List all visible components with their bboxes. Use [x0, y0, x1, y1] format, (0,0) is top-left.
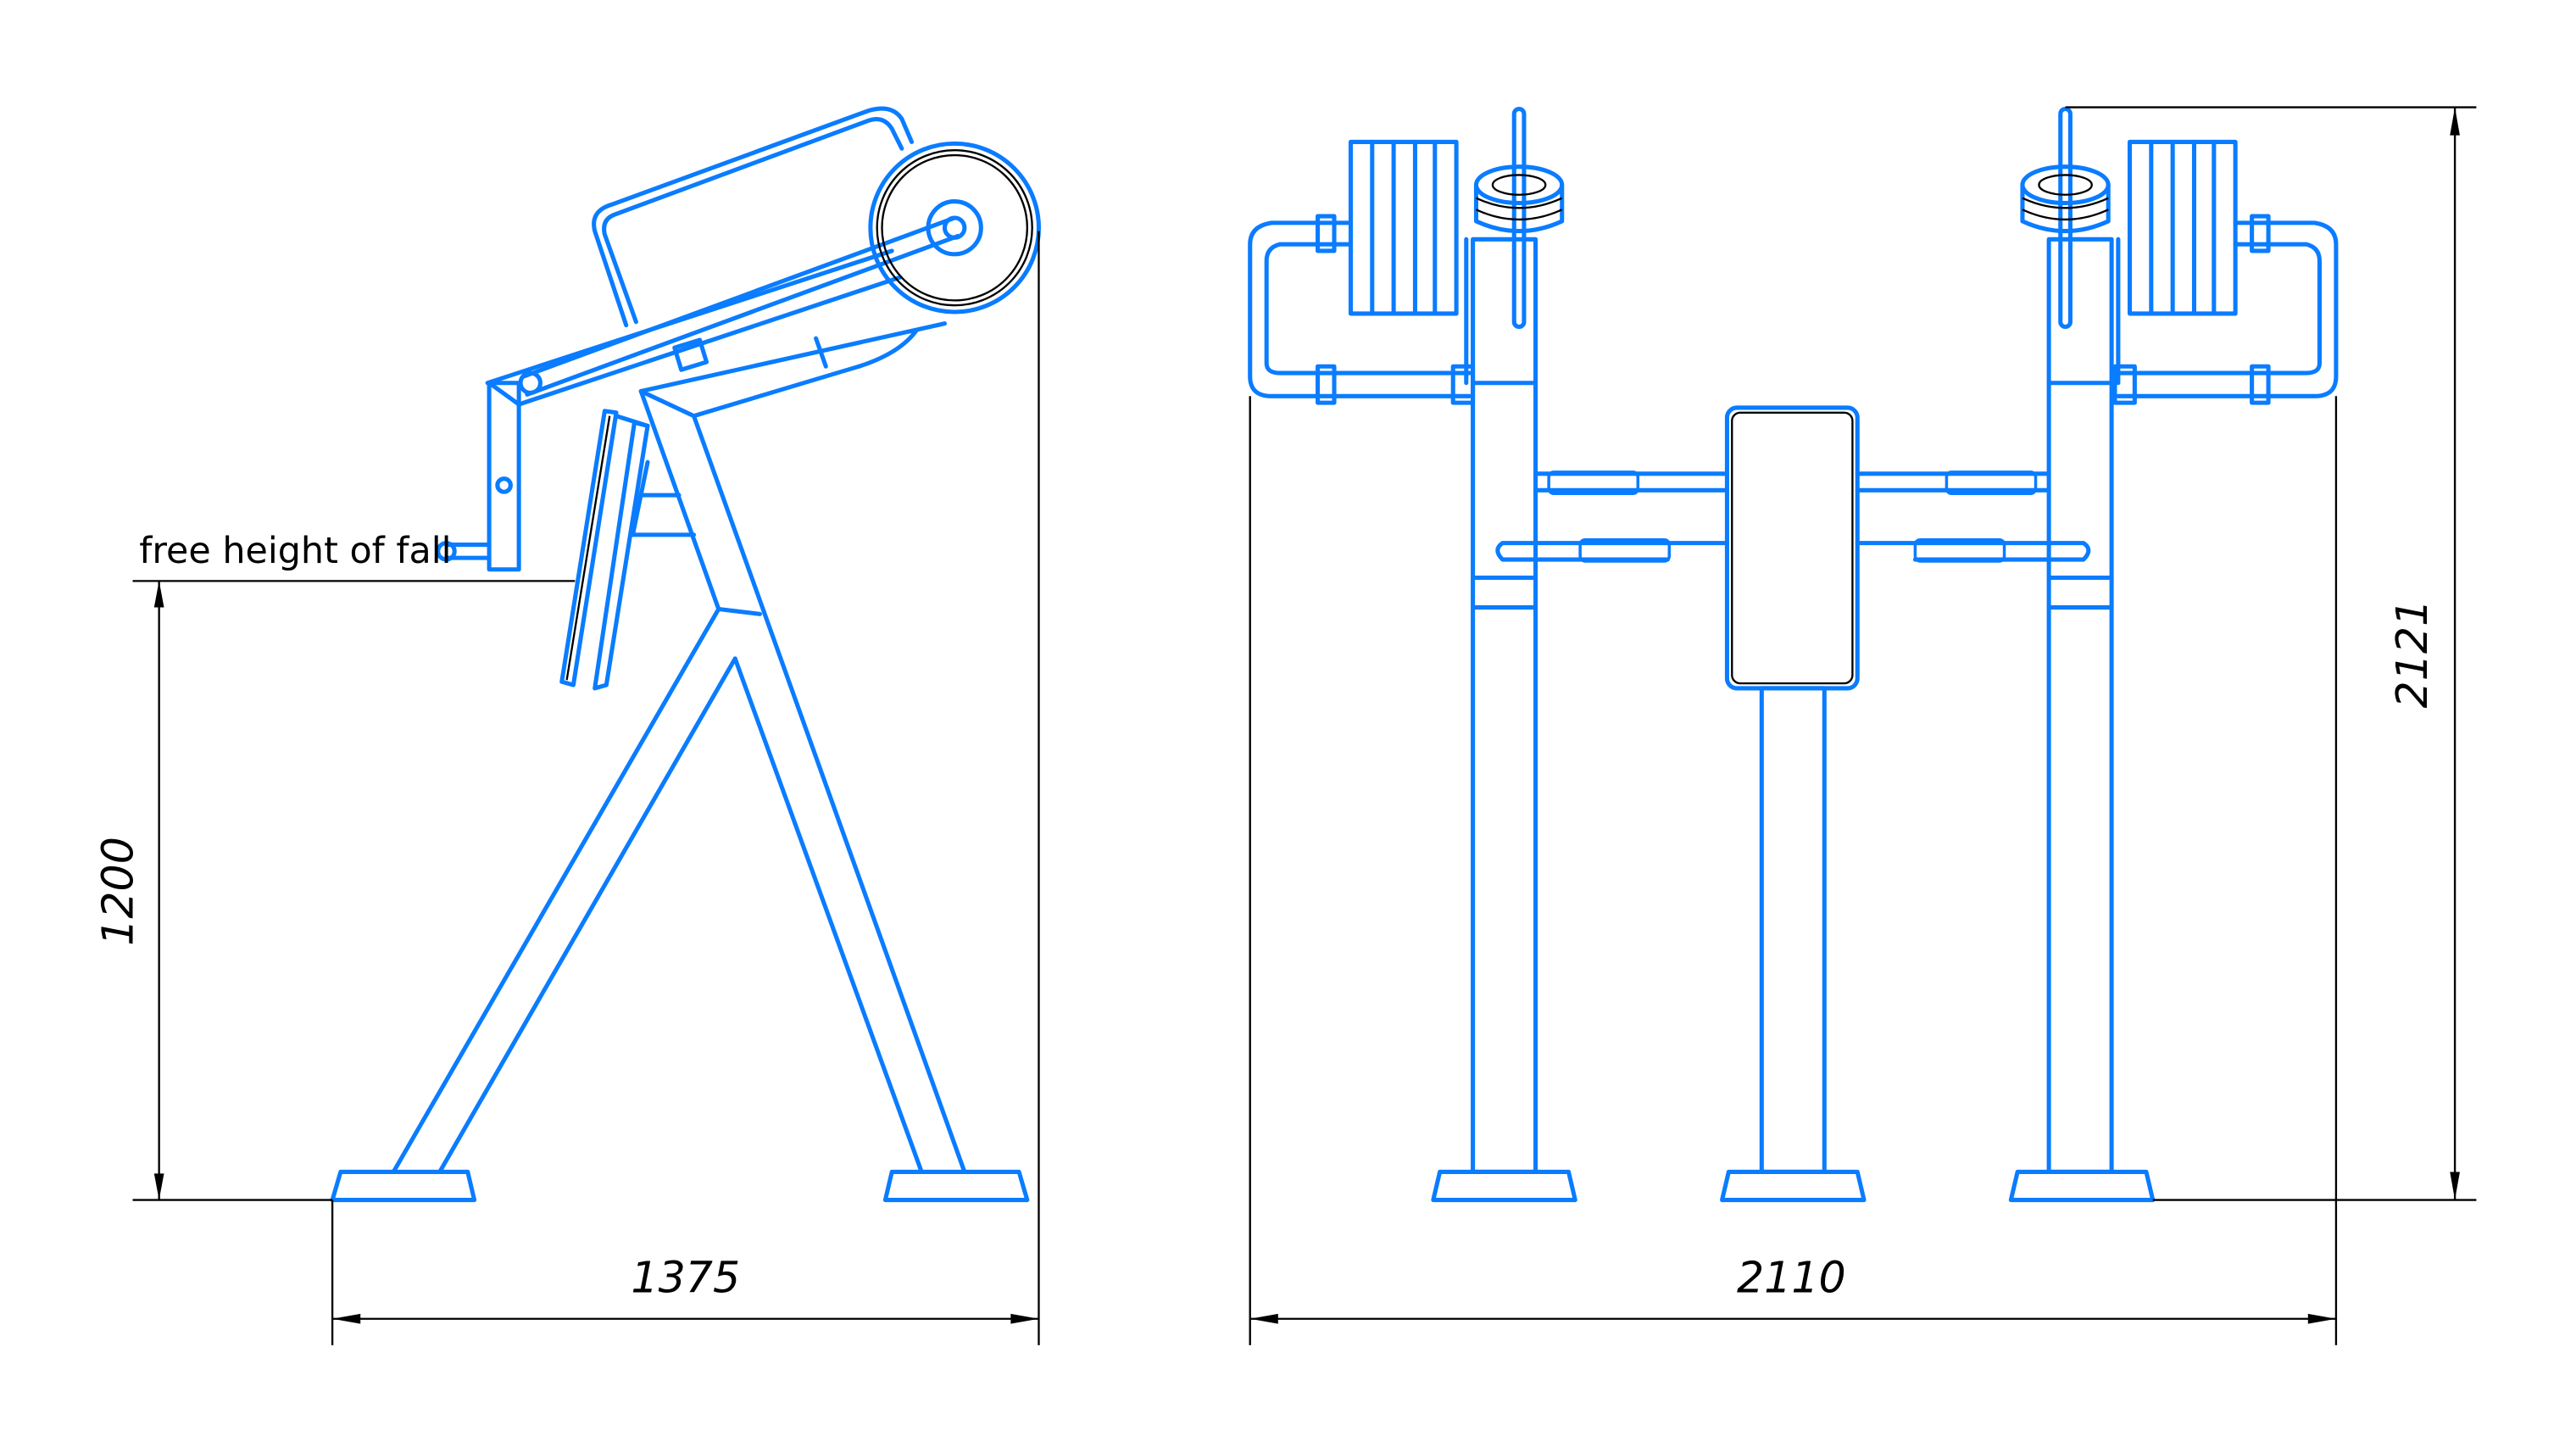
- weight-plates-right: [2128, 139, 2238, 316]
- right-arm-loop: [2112, 214, 2339, 405]
- side-dimensions: [132, 231, 1040, 1345]
- free-height-of-fall-label: free height of fall: [139, 530, 451, 572]
- front-dimensions: [1249, 106, 2477, 1345]
- grip-left-lower: [1578, 537, 1672, 563]
- center-post: [1759, 686, 1827, 1174]
- grip-right-lower: [1913, 537, 2006, 563]
- side-foot-right: [882, 1169, 1030, 1203]
- left-post: [1464, 237, 1538, 1174]
- lever-post: [487, 381, 521, 572]
- disc-stack-right: [2020, 106, 2111, 330]
- side-handle: [436, 541, 492, 562]
- disc-stack-left: [1473, 106, 1565, 330]
- front-view: 2110 2121: [1248, 106, 2477, 1345]
- left-arm-loop: [1248, 214, 1476, 405]
- front-foot-right: [2008, 1169, 2156, 1203]
- grip-left-upper: [1547, 470, 1640, 495]
- weight-plates-left: [1348, 139, 1459, 316]
- front-foot-center: [1720, 1169, 1867, 1203]
- front-foot-left: [1431, 1169, 1577, 1203]
- lever-arm: [485, 215, 960, 407]
- arm-pad-frame: [592, 106, 915, 328]
- front-height-dimension: 2121: [2387, 599, 2437, 709]
- pivot-bolt: [495, 476, 513, 494]
- side-width-dimension: 1375: [631, 1253, 740, 1303]
- side-foot-left: [330, 1169, 477, 1203]
- fall-height-dimension: 1200: [93, 837, 143, 946]
- a-frame-legs: [391, 388, 967, 1174]
- right-post: [2046, 237, 2121, 1174]
- side-view: free height of fall 1375 1200: [93, 106, 1042, 1345]
- grip-right-upper: [1945, 470, 2038, 495]
- handlebars: [1495, 470, 2091, 563]
- front-width-dimension: 2110: [1737, 1253, 1846, 1303]
- seat-pad: [1724, 405, 1860, 691]
- top-beam: [638, 321, 948, 419]
- weight-disc: [868, 141, 1042, 314]
